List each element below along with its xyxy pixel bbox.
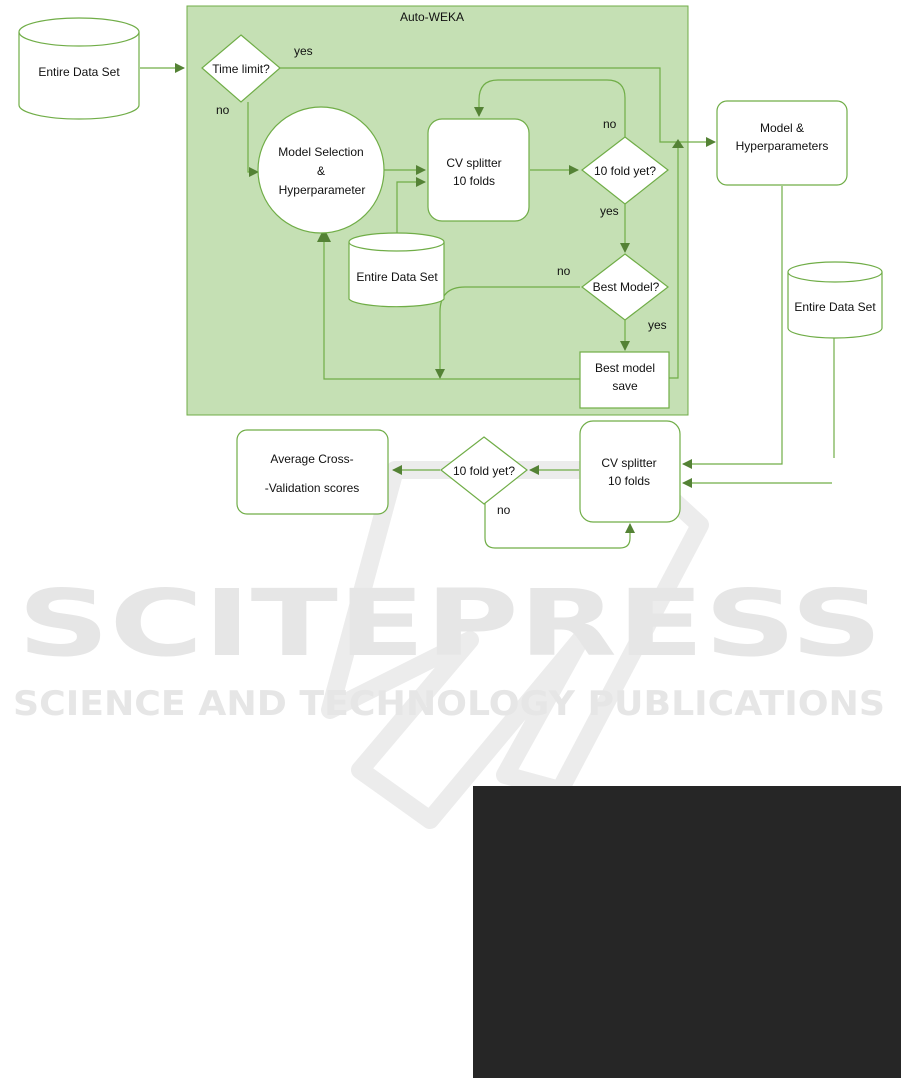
- watermark-brand: SCITEPRESS: [18, 570, 883, 677]
- edge-model-to-cv-outer: [682, 186, 783, 469]
- cv-splitter-inner: CV splitter 10 folds: [427, 118, 530, 222]
- label-yes-timelimit: yes: [294, 44, 313, 58]
- svg-text:Best model: Best model: [595, 361, 655, 375]
- watermark-tagline: SCIENCE AND TECHNOLOGY PUBLICATIONS: [13, 684, 885, 724]
- edge-fold-no-loop: [474, 79, 626, 137]
- svg-text:Average Cross-: Average Cross-: [270, 452, 353, 466]
- average-cv-scores-node: Average Cross- -Validation scores: [236, 429, 389, 515]
- edge-timelimit-no: [247, 102, 259, 177]
- model-selection-node: Model Selection & Hyperparameter: [257, 106, 385, 234]
- svg-text:Model &: Model &: [760, 121, 804, 135]
- fold-decision-inner: 10 fold yet?: [581, 136, 669, 205]
- edge-save-to-model: [669, 142, 679, 379]
- svg-text:10 fold yet?: 10 fold yet?: [453, 464, 515, 478]
- dark-box: [473, 786, 901, 1078]
- svg-text:10 folds: 10 folds: [453, 174, 495, 188]
- cv-splitter-outer: CV splitter 10 folds: [579, 420, 681, 523]
- model-hyperparameters-node: Model & Hyperparameters: [716, 100, 848, 186]
- label-yes-fold-inner: yes: [600, 204, 619, 218]
- svg-text:Entire Data Set: Entire Data Set: [38, 65, 120, 79]
- svg-text:Entire Data Set: Entire Data Set: [794, 300, 876, 314]
- label-no-timelimit: no: [216, 103, 230, 117]
- arrow-up-save: [672, 139, 684, 148]
- svg-text:Best Model?: Best Model?: [593, 280, 660, 294]
- data-set-left: Entire Data Set: [18, 17, 140, 120]
- svg-text:Hyperparameters: Hyperparameters: [736, 139, 829, 153]
- edge-best-no: [435, 286, 580, 379]
- svg-text:CV splitter: CV splitter: [446, 156, 501, 170]
- svg-text:-Validation scores: -Validation scores: [265, 481, 360, 495]
- watermark: SCITEPRESS SCIENCE AND TECHNOLOGY PUBLIC…: [13, 461, 885, 829]
- arrow-up-modelsel: [317, 228, 331, 242]
- fold-decision-outer: 10 fold yet?: [440, 436, 528, 505]
- svg-text:&: &: [317, 164, 325, 178]
- time-limit-decision: Time limit?: [201, 34, 281, 103]
- best-model-decision: Best Model?: [581, 253, 669, 321]
- svg-text:Model Selection: Model Selection: [278, 145, 363, 159]
- best-model-save: Best model save: [579, 351, 670, 409]
- svg-text:Hyperparameter: Hyperparameter: [279, 183, 366, 197]
- svg-text:Time limit?: Time limit?: [212, 62, 270, 76]
- svg-text:10 fold yet?: 10 fold yet?: [594, 164, 656, 178]
- label-no-fold-outer: no: [497, 503, 511, 517]
- svg-text:10 folds: 10 folds: [608, 474, 650, 488]
- label-yes-best: yes: [648, 318, 667, 332]
- svg-text:CV splitter: CV splitter: [601, 456, 656, 470]
- panel-title: Auto-WEKA: [400, 10, 464, 24]
- edge-data-to-cv: [396, 177, 426, 234]
- connectors: [140, 63, 835, 549]
- edge-fold-outer-no-loop: [484, 503, 635, 549]
- svg-text:save: save: [612, 379, 638, 393]
- svg-text:Entire Data Set: Entire Data Set: [356, 270, 438, 284]
- data-set-inner: Entire Data Set: [348, 232, 445, 308]
- data-set-right: Entire Data Set: [787, 261, 883, 339]
- edge-timelimit-yes: [279, 67, 716, 147]
- edge-loop-to-modelsel: [323, 232, 580, 380]
- label-no-best: no: [557, 264, 571, 278]
- label-no-fold-inner: no: [603, 117, 617, 131]
